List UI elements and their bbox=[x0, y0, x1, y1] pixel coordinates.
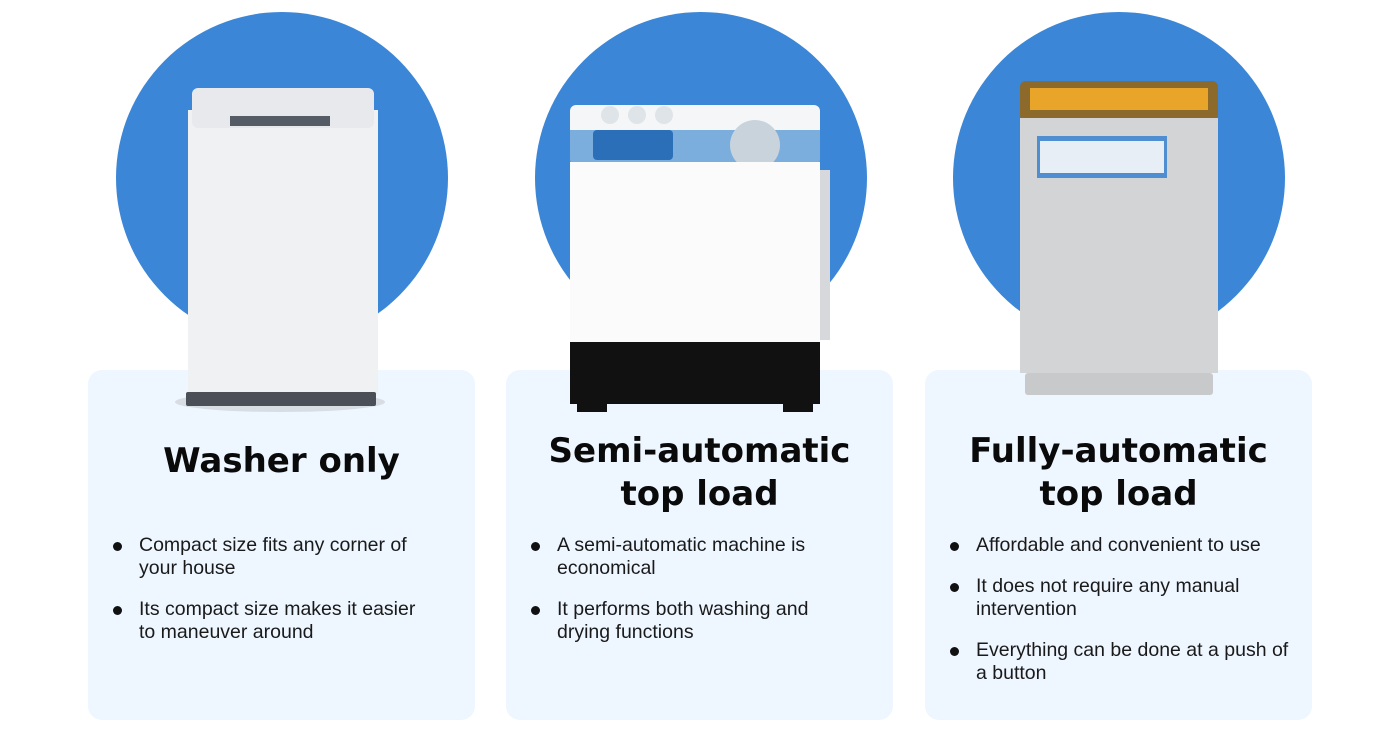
card-title: Semi-automatic top load bbox=[548, 431, 851, 514]
bullet-item: It performs both washing and drying func… bbox=[528, 598, 847, 644]
bullet-item: Affordable and convenient to use bbox=[947, 534, 1296, 557]
bullet-item: It does not require any manual intervent… bbox=[947, 575, 1276, 621]
card-washer-only: Washer only Compact size fits any corner… bbox=[88, 370, 475, 720]
bullet-list: Compact size fits any corner of your hou… bbox=[110, 534, 455, 662]
semi-automatic-image bbox=[570, 105, 830, 412]
bullet-item: A semi-automatic machine is economical bbox=[528, 534, 847, 580]
bullet-item: Compact size fits any corner of your hou… bbox=[110, 534, 429, 580]
bullet-item: Its compact size makes it easier to mane… bbox=[110, 598, 429, 644]
bullet-item: Everything can be done at a push of a bu… bbox=[947, 639, 1296, 685]
fully-automatic-image bbox=[1020, 81, 1218, 395]
bullet-list: A semi-automatic machine is economical I… bbox=[528, 534, 873, 662]
washer-only-image bbox=[175, 88, 385, 412]
card-fully-automatic: Fully-automatic top load Affordable and … bbox=[925, 370, 1312, 720]
card-title: Washer only bbox=[163, 441, 400, 481]
card-semi-automatic: Semi-automatic top load A semi-automatic… bbox=[506, 370, 893, 720]
bullet-list: Affordable and convenient to use It does… bbox=[947, 534, 1292, 703]
card-title: Fully-automatic top load bbox=[969, 431, 1268, 514]
